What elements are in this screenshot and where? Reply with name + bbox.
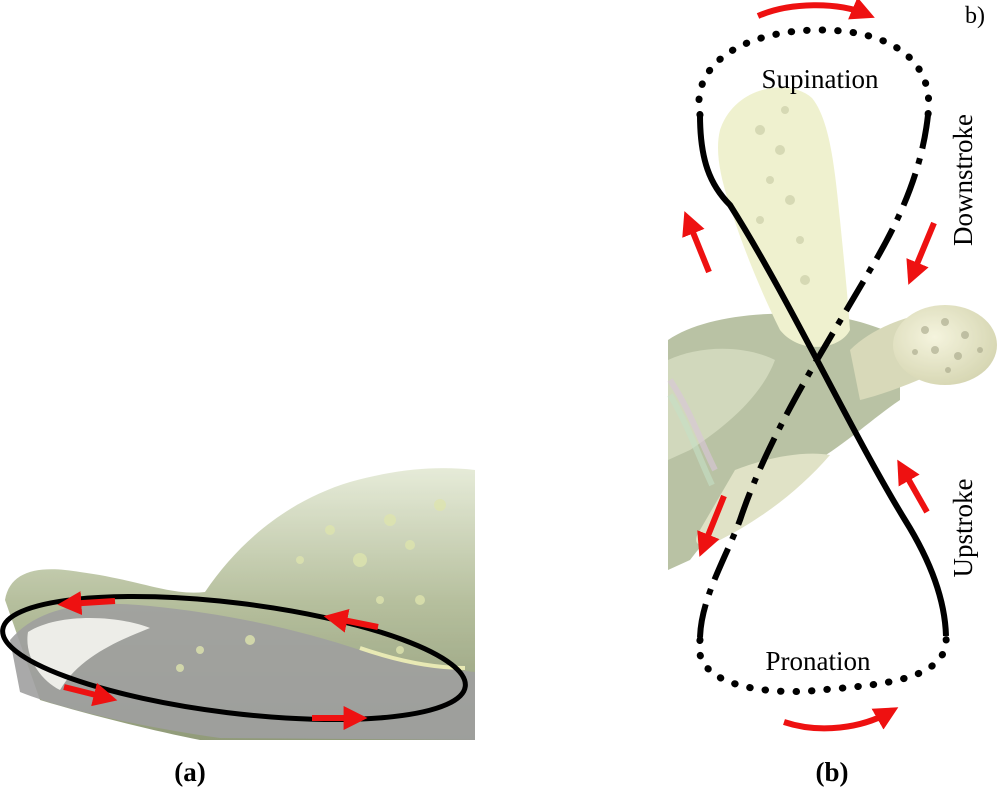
arrow-red (906, 221, 937, 285)
path-dotted-top (695, 26, 933, 119)
arrow-red (323, 609, 379, 633)
front-flipper (717, 87, 850, 347)
arrow-red (63, 682, 118, 707)
arrow-red (897, 459, 930, 514)
turtle-head (893, 305, 997, 385)
path-solid-segment (697, 114, 949, 637)
rear-flipper (696, 453, 830, 546)
arrow-red-curved (783, 707, 899, 732)
direction-arrows-b (682, 0, 937, 732)
path-dotted-bottom (695, 632, 950, 695)
panel-b: b) Supination Pronation Downstroke Upstr… (667, 0, 997, 787)
panel-a: (a) (0, 468, 475, 787)
label-downstroke: Downstroke (948, 114, 978, 246)
label-upstroke: Upstroke (948, 478, 978, 577)
stroke-path-ellipse (0, 593, 468, 723)
caption-b: (b) (816, 757, 849, 787)
arrow-red (57, 591, 116, 616)
figure-eight-path (695, 26, 950, 695)
arrow-red (697, 494, 727, 557)
arrow-red-curved (756, 0, 875, 20)
label-supination: Supination (761, 64, 879, 94)
caption-a: (a) (174, 757, 205, 787)
direction-arrows-a (57, 591, 379, 730)
label-corner: b) (965, 3, 985, 29)
arrow-red (682, 211, 712, 274)
shell-pattern (668, 348, 775, 460)
path-dashdot-segment (697, 114, 931, 641)
turtle-top-view (667, 87, 997, 570)
label-pronation: Pronation (766, 646, 871, 676)
